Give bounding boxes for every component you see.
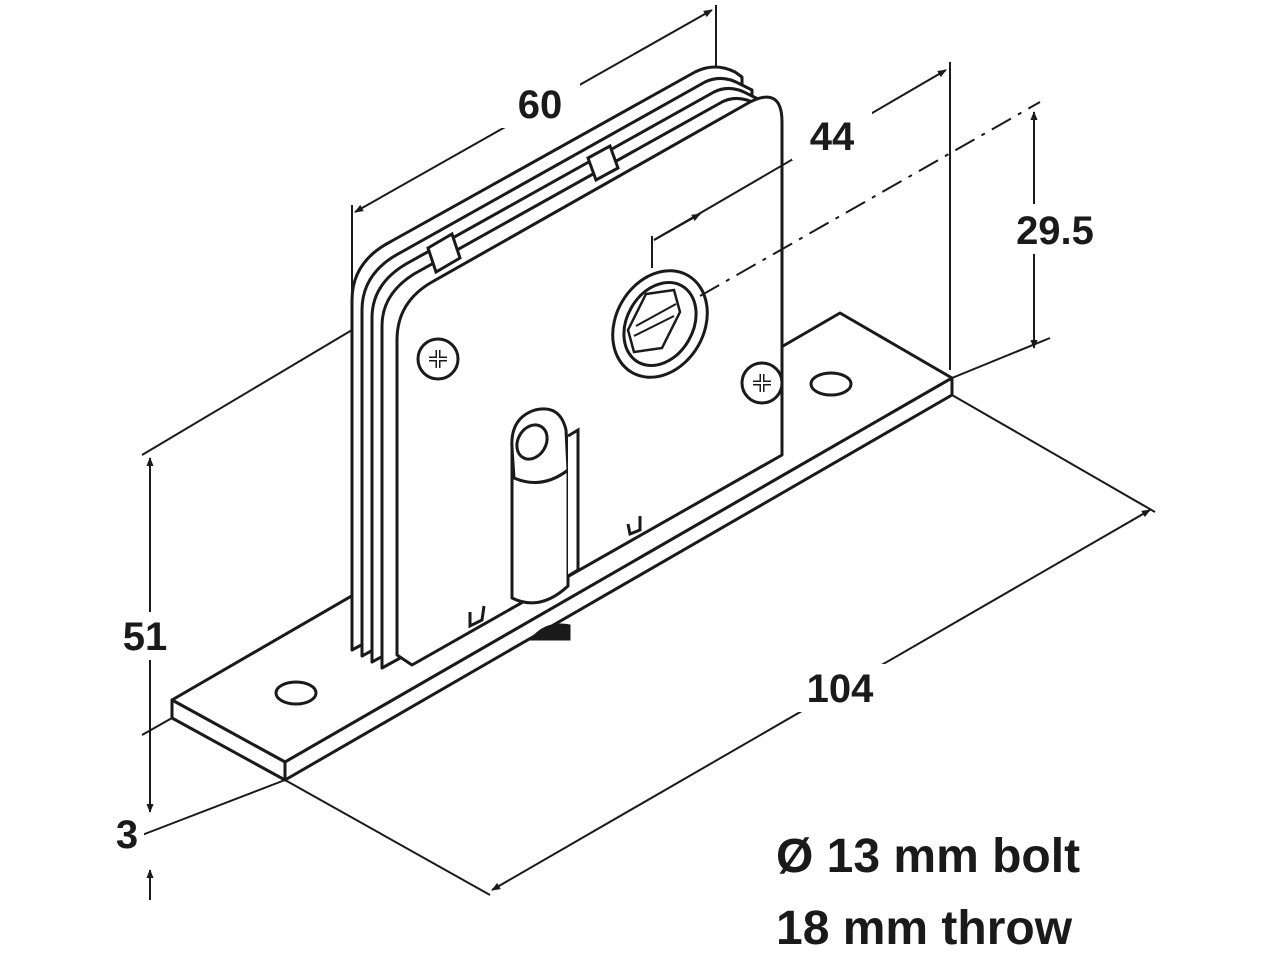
throw-spec-text: 18 mm throw xyxy=(776,902,1073,955)
dim-51-label: 51 xyxy=(123,615,168,659)
label-bg-44 xyxy=(792,110,872,160)
extension-lines xyxy=(141,5,1156,896)
screw-left xyxy=(416,337,460,381)
bolt-spec-text: Ø 13 mm bolt xyxy=(776,830,1080,883)
mounting-hole-right xyxy=(809,371,853,397)
mounting-hole-left xyxy=(274,680,318,706)
label-bg-29-5 xyxy=(1000,204,1110,254)
dim-44-label: 44 xyxy=(810,115,855,159)
dim-29-5-label: 29.5 xyxy=(1016,209,1094,253)
label-bg-60 xyxy=(500,78,580,128)
keyhole-centerline xyxy=(699,101,1041,297)
screw-right xyxy=(740,361,784,405)
dim-3-label: 3 xyxy=(116,813,138,857)
label-bg-3 xyxy=(110,810,144,858)
cylinder-keyhole xyxy=(611,269,709,379)
label-bg-51 xyxy=(112,612,178,660)
dim-60-label: 60 xyxy=(518,83,563,127)
label-bg-104 xyxy=(790,664,890,712)
dim-104-label: 104 xyxy=(807,667,874,711)
